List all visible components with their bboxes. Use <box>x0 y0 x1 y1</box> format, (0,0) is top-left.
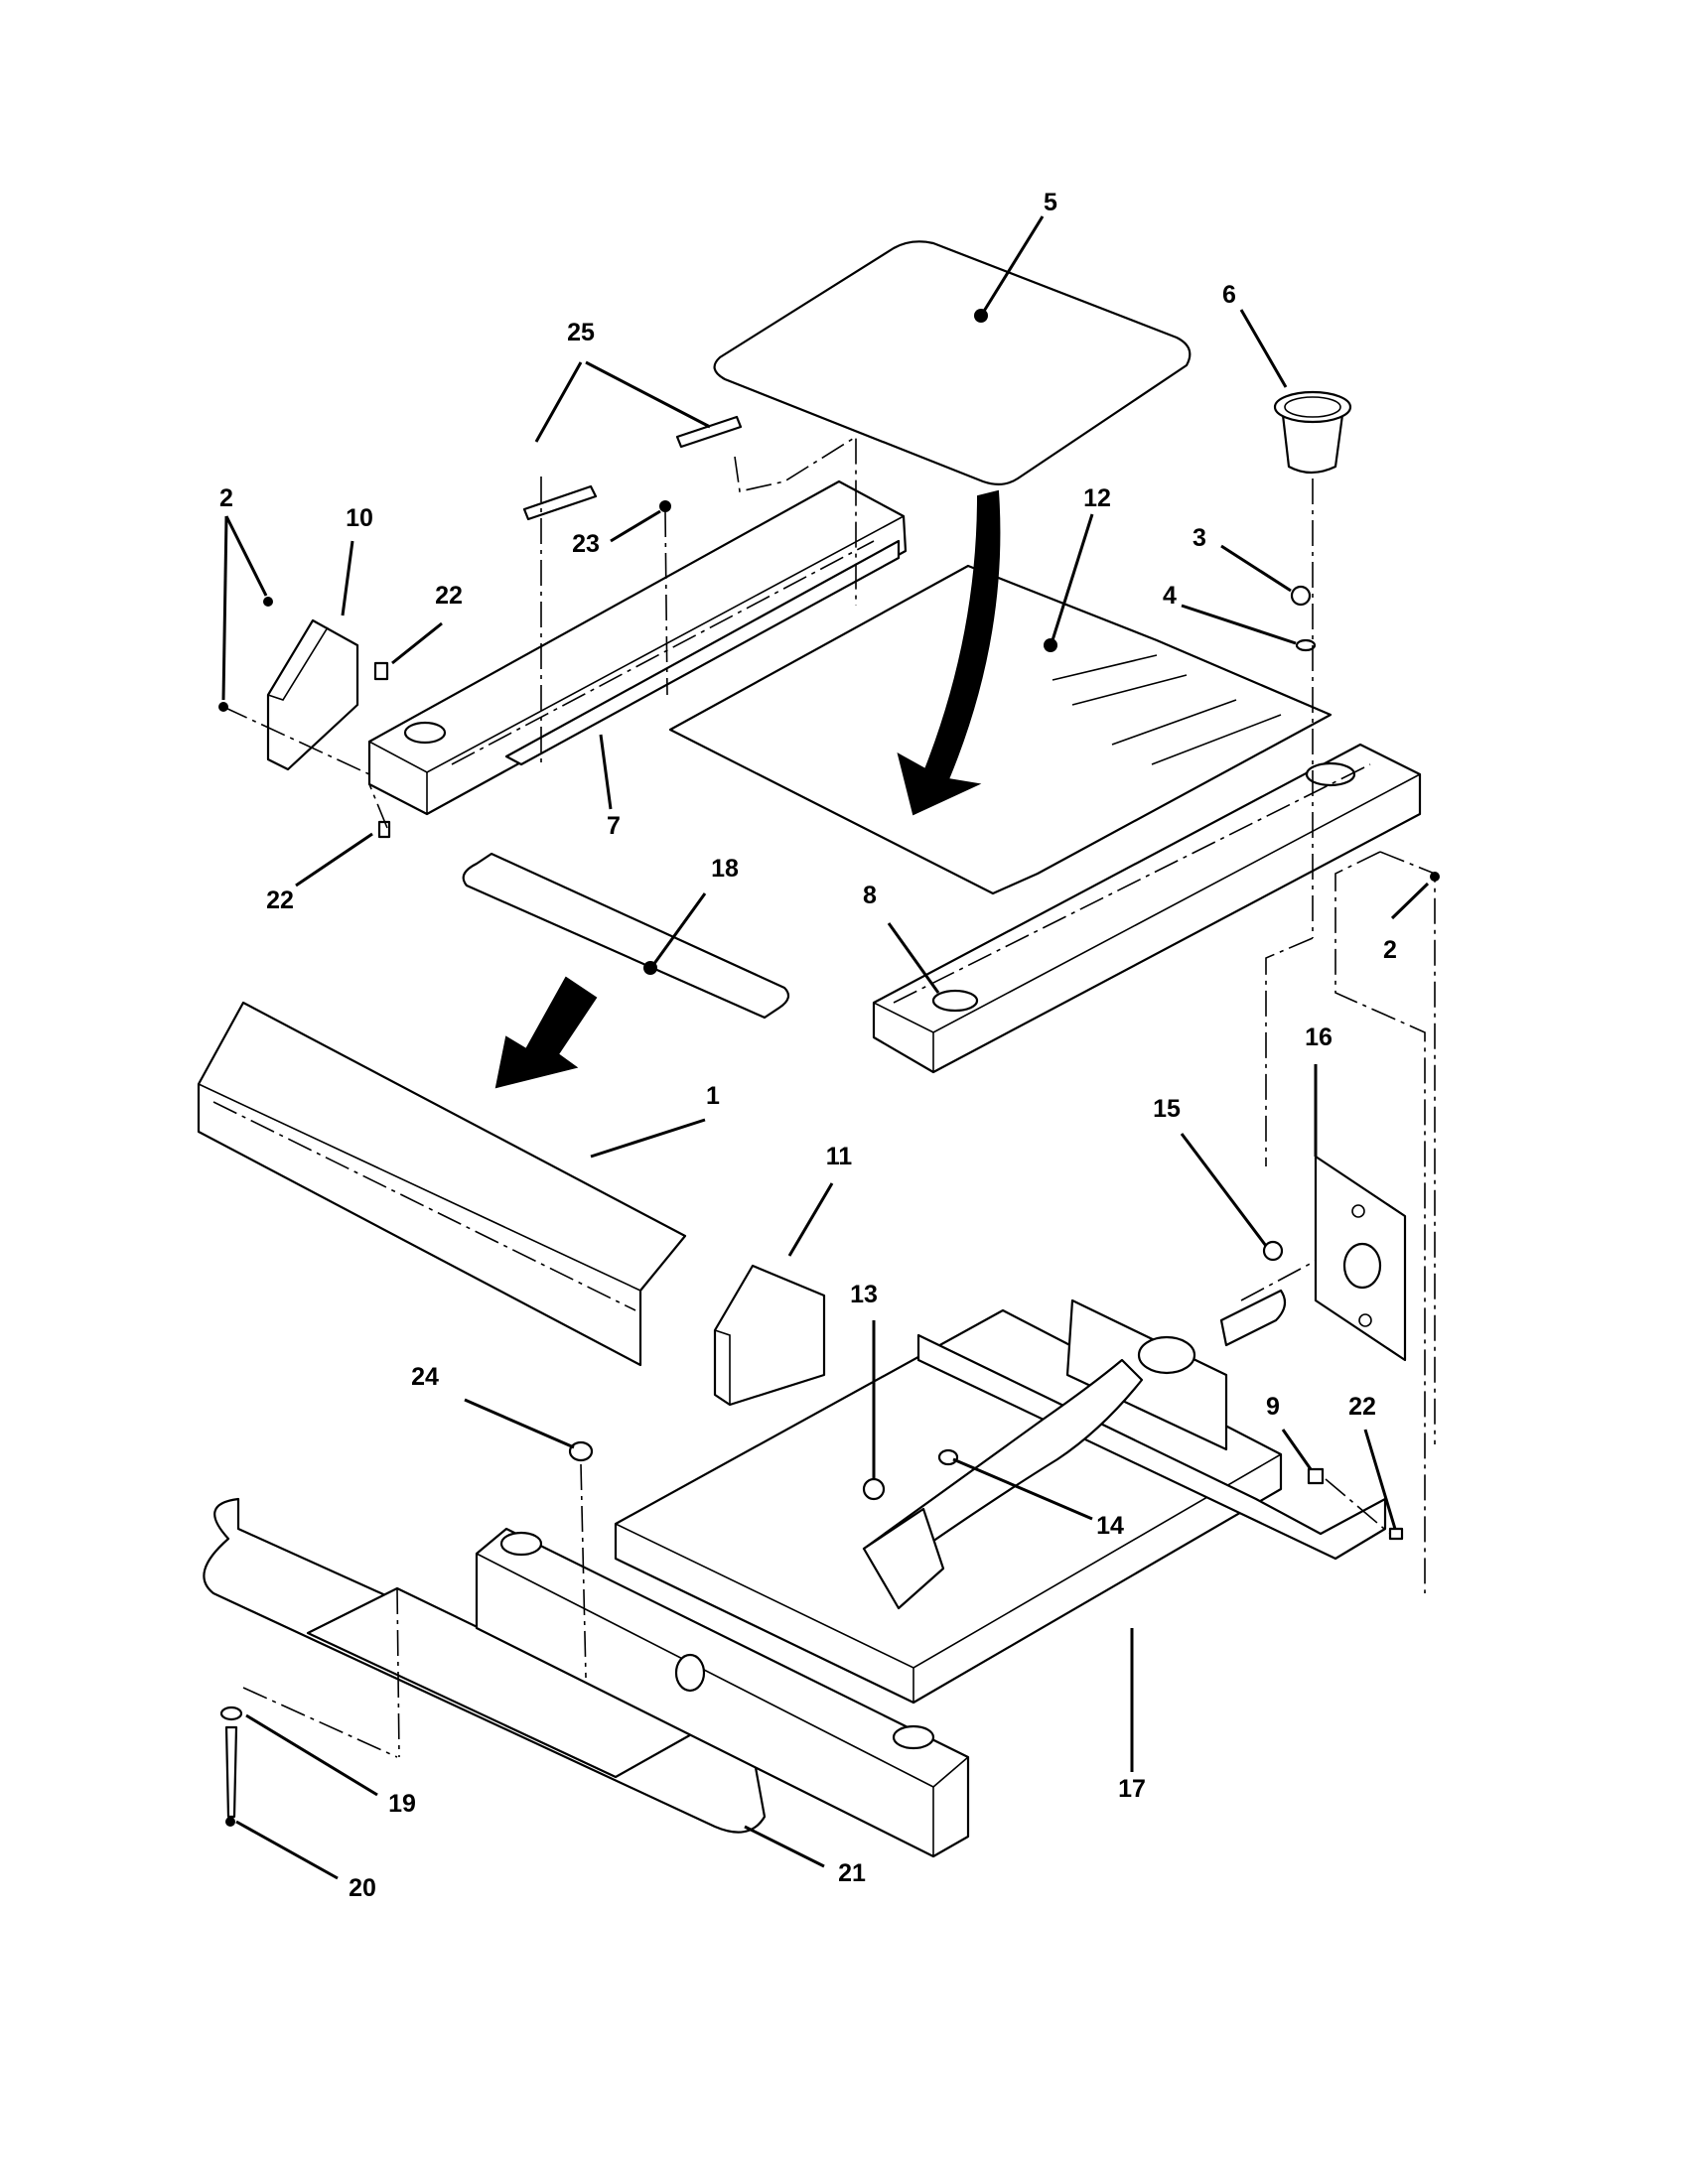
leader-lines <box>221 215 1430 1880</box>
assembly-arrow-large <box>897 489 1001 816</box>
callout-22: 22 <box>266 887 294 914</box>
part-17-frame <box>614 1289 1387 1705</box>
part-1-front-cover <box>197 1001 687 1367</box>
callout-22: 22 <box>1348 1393 1376 1421</box>
callout-18: 18 <box>711 855 739 883</box>
alignment-lines <box>222 435 1436 1758</box>
part-18-cover-plate <box>462 852 790 1020</box>
part-6-cup-holder <box>1273 390 1352 475</box>
part-25-labels <box>522 415 743 521</box>
callout-17: 17 <box>1118 1775 1146 1803</box>
assembly-arrow-small <box>494 976 598 1089</box>
callout-11: 11 <box>826 1143 853 1170</box>
part-8-seat-rail <box>872 743 1422 1074</box>
callout-15: 15 <box>1153 1095 1181 1123</box>
callout-2: 2 <box>1383 936 1397 964</box>
part-12-seat-pan <box>668 564 1333 895</box>
part-7-seat-rail <box>367 479 908 816</box>
callout-25: 25 <box>567 319 595 346</box>
callout-12: 12 <box>1083 484 1111 512</box>
callout-24: 24 <box>411 1363 439 1391</box>
callout-20: 20 <box>349 1874 376 1902</box>
callout-23: 23 <box>572 530 600 558</box>
callout-21: 21 <box>838 1859 866 1887</box>
callout-16: 16 <box>1305 1024 1333 1051</box>
part-11-side-bracket <box>713 1264 826 1407</box>
part-5-seat-pad <box>713 240 1192 485</box>
callout-14: 14 <box>1096 1512 1124 1540</box>
callout-13: 13 <box>850 1281 878 1308</box>
callout-9: 9 <box>1266 1393 1280 1421</box>
part-16-mounting-plate <box>1314 1155 1407 1362</box>
callout-19: 19 <box>388 1790 416 1818</box>
callout-1: 1 <box>706 1082 720 1110</box>
callout-6: 6 <box>1222 281 1236 309</box>
callout-4: 4 <box>1163 582 1177 610</box>
hardware-parts <box>218 500 1440 1827</box>
callout-8: 8 <box>863 882 877 909</box>
callout-5: 5 <box>1044 189 1057 216</box>
callout-2: 2 <box>219 484 233 512</box>
callout-labels: 5 6 25 12 2 10 22 23 3 4 7 22 18 8 2 16 … <box>219 189 1397 1902</box>
callout-3: 3 <box>1193 524 1206 552</box>
part-10-bracket <box>266 618 359 771</box>
front-beam <box>475 1527 970 1858</box>
callout-22: 22 <box>435 582 463 610</box>
callout-7: 7 <box>607 812 621 840</box>
callout-10: 10 <box>346 504 373 532</box>
